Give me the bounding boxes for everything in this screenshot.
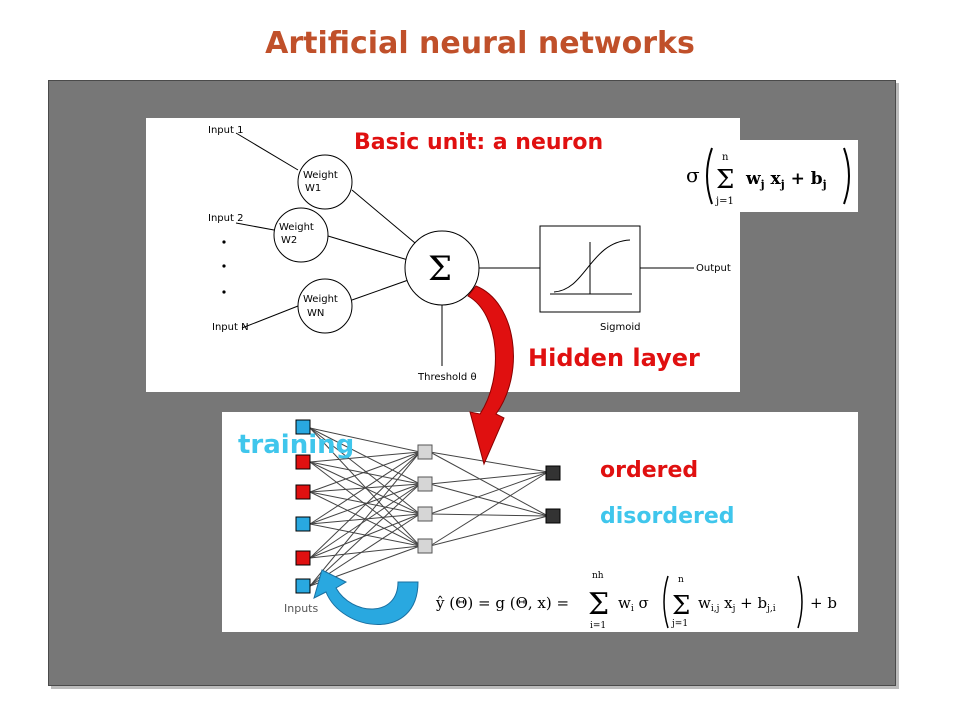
input-node	[295, 578, 311, 594]
threshold-label: Threshold θ	[417, 372, 477, 383]
output-label: Output	[696, 263, 731, 274]
svg-text:+ b: + b	[810, 594, 837, 612]
feedback-arrow	[313, 569, 419, 625]
weight-1-label: Weight	[303, 170, 338, 181]
output-disordered-label: disordered	[600, 504, 735, 529]
slide-title: Artificial neural networks	[265, 26, 695, 61]
neuron-formula: σ Σ n j=1 wj xj + bj	[678, 140, 858, 212]
input-node	[295, 419, 311, 435]
svg-text:n: n	[722, 152, 729, 163]
neuron-diagram-svg: Input 1 Input 2 Input N Weight W1 Weight…	[208, 125, 731, 383]
hidden-node	[417, 506, 433, 522]
weight-circle-2	[273, 207, 329, 263]
input-node	[295, 454, 311, 470]
input-node	[295, 516, 311, 532]
network-formula: ŷ (Θ) = g (Θ, x) = Σ nh i=1 wi σ Σ n j=1…	[435, 571, 837, 631]
input-n-label: Input N	[212, 322, 249, 333]
hidden-node	[417, 444, 433, 460]
weight-n-label: Weight	[303, 294, 338, 305]
output-node-ordered	[545, 465, 561, 481]
sum-node	[404, 230, 480, 306]
hidden-layer-arrow	[467, 285, 514, 466]
neuron-diagram: Input 1 Input 2 Input N Weight W1 Weight…	[146, 118, 740, 392]
sum-symbol: Σ	[428, 249, 452, 289]
weight-circle-n	[297, 278, 353, 334]
svg-text:σ: σ	[686, 163, 700, 187]
svg-text:j=1: j=1	[715, 196, 734, 207]
sigmoid-label: Sigmoid	[600, 322, 640, 333]
inputs-label: Inputs	[284, 602, 318, 615]
svg-text:wi σ: wi σ	[618, 594, 649, 614]
input-node	[295, 484, 311, 500]
neuron-formula-svg: σ Σ n j=1 wj xj + bj	[686, 147, 850, 207]
output-node-disordered	[545, 508, 561, 524]
weight-n-sub: WN	[307, 308, 324, 319]
svg-text:Σ: Σ	[588, 587, 609, 622]
svg-text:i=1: i=1	[590, 621, 606, 631]
weight-2-label: Weight	[279, 222, 314, 233]
network-diagram: Inputs ŷ (Θ) = g (Θ, x) = Σ nh i=1 wi σ …	[222, 412, 858, 632]
weight-circle-1	[297, 154, 353, 210]
svg-text:Σ: Σ	[716, 165, 734, 195]
hidden-node	[417, 538, 433, 554]
svg-text:wi,j xj + bj,i: wi,j xj + bj,i	[698, 594, 776, 614]
hidden-layer-label: Hidden layer	[528, 344, 700, 372]
training-label: training	[238, 430, 355, 460]
svg-text:Σ: Σ	[672, 591, 690, 621]
input-node	[295, 550, 311, 566]
input-2-label: Input 2	[208, 213, 243, 224]
svg-text:j=1: j=1	[671, 619, 688, 629]
svg-text:n: n	[678, 575, 684, 585]
hidden-node	[417, 476, 433, 492]
svg-text:wj xj + bj: wj xj + bj	[745, 169, 827, 191]
svg-text:ŷ (Θ) = g (Θ, x) =: ŷ (Θ) = g (Θ, x) =	[435, 594, 569, 612]
weight-2-sub: W2	[281, 235, 297, 246]
input-1-label: Input 1	[208, 125, 243, 136]
neuron-heading: Basic unit: a neuron	[354, 130, 604, 155]
weight-1-sub: W1	[305, 183, 321, 194]
svg-text:nh: nh	[592, 571, 604, 581]
network-diagram-svg: Inputs ŷ (Θ) = g (Θ, x) = Σ nh i=1 wi σ …	[284, 419, 837, 631]
output-ordered-label: ordered	[600, 458, 699, 483]
